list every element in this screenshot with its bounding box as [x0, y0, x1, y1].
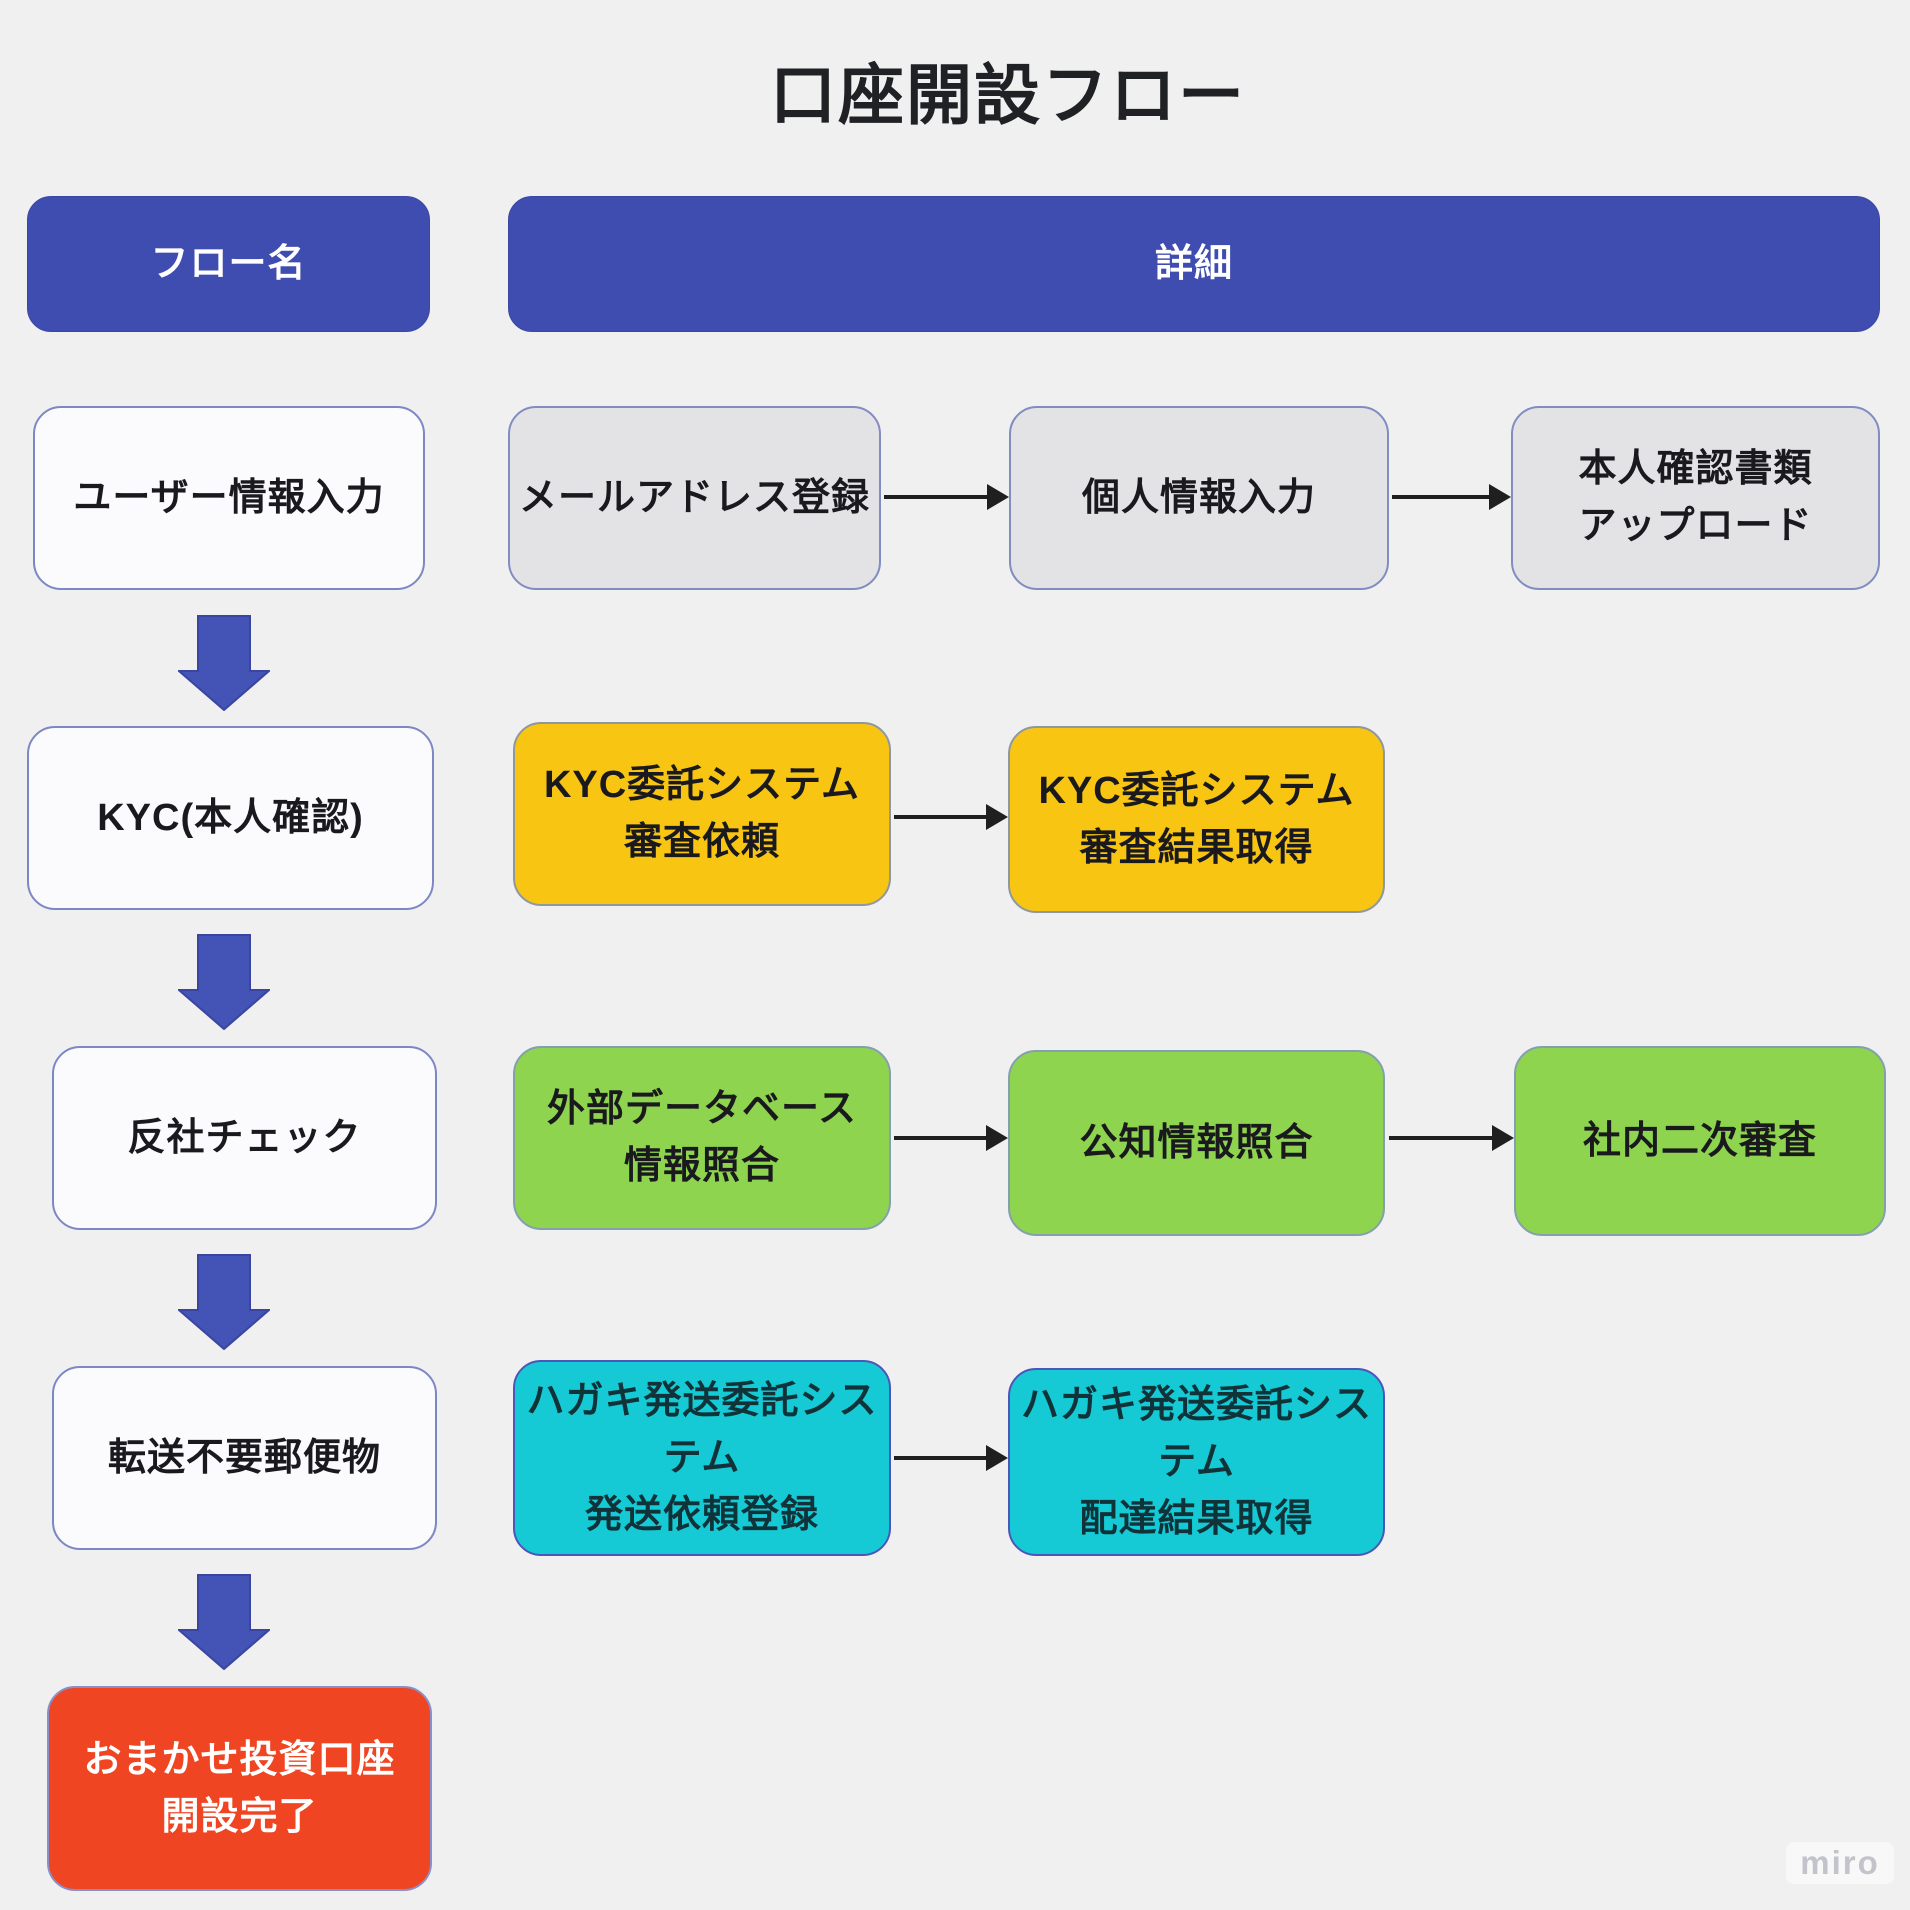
detail-step-kyc-request: KYC委託システム 審査依頼 — [513, 722, 891, 906]
detail-step-personal-info-input: 個人情報入力 — [1009, 406, 1389, 590]
down-arrow-icon — [178, 615, 270, 711]
column-header-detail: 詳細 — [508, 196, 1880, 332]
detail-step-kyc-result: KYC委託システム 審査結果取得 — [1008, 726, 1385, 913]
connector-arrow — [894, 804, 1008, 830]
miro-logo: miro — [1800, 1844, 1880, 1881]
flow-step-account-open-complete: おまかせ投資口座 開設完了 — [47, 1686, 432, 1891]
miro-watermark: miro — [1786, 1842, 1894, 1884]
detail-step-internal-secondary-review: 社内二次審査 — [1514, 1046, 1886, 1236]
page-title: 口座開設フロー — [770, 58, 1246, 132]
connector-arrow — [1389, 1125, 1514, 1151]
detail-step-external-db-check: 外部データベース 情報照合 — [513, 1046, 891, 1230]
connector-arrow — [884, 484, 1009, 510]
detail-step-id-document-upload: 本人確認書類 アップロード — [1511, 406, 1880, 590]
connector-arrow — [1392, 484, 1511, 510]
down-arrow-icon — [178, 934, 270, 1030]
connector-arrow — [894, 1125, 1008, 1151]
down-arrow-icon — [178, 1254, 270, 1350]
connector-arrow — [894, 1445, 1008, 1471]
flow-step-kyc: KYC(本人確認) — [27, 726, 434, 910]
column-header-flow-name: フロー名 — [27, 196, 430, 332]
flow-step-non-forwardable-mail: 転送不要郵便物 — [52, 1366, 437, 1550]
detail-step-postcard-delivery-result: ハガキ発送委託システム 配達結果取得 — [1008, 1368, 1385, 1556]
flow-step-antisocial-check: 反社チェック — [52, 1046, 437, 1230]
detail-step-email-registration: メールアドレス登録 — [508, 406, 881, 590]
detail-step-public-info-check: 公知情報照合 — [1008, 1050, 1385, 1236]
down-arrow-icon — [178, 1574, 270, 1670]
flow-step-user-info-input: ユーザー情報入力 — [33, 406, 425, 590]
detail-step-postcard-send-request: ハガキ発送委託システム 発送依頼登録 — [513, 1360, 891, 1556]
